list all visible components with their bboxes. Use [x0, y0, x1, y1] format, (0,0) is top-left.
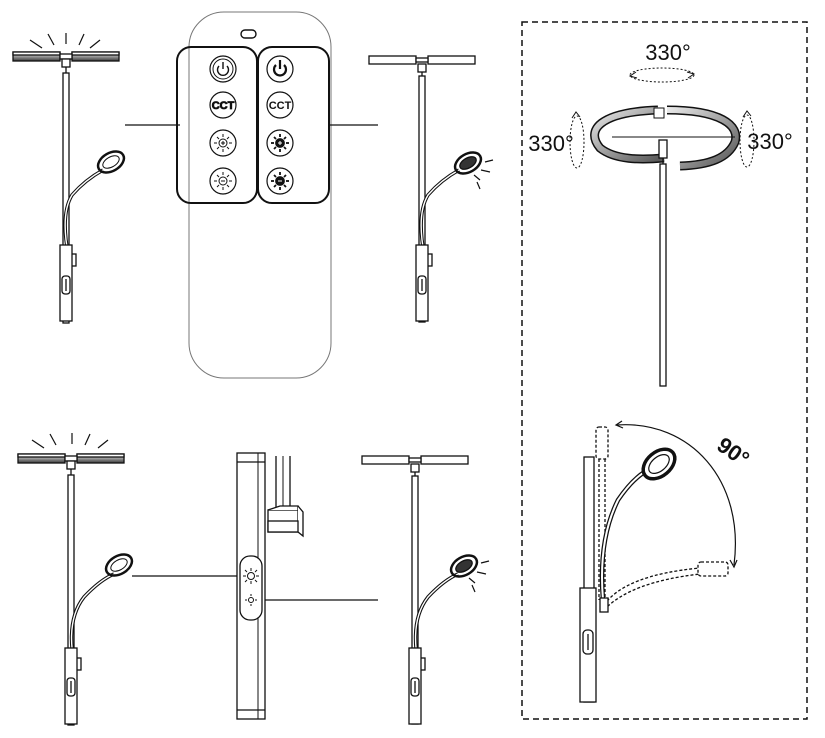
power-button-left[interactable]	[209, 55, 237, 83]
brightness-down-icon	[214, 172, 232, 190]
cct-button-left[interactable]: CCT	[209, 91, 237, 119]
cct-label-left: CCT	[212, 100, 235, 112]
remote-control: CCT	[176, 11, 332, 379]
brightness-up-icon	[214, 134, 232, 152]
cct-label-right: CCT	[269, 100, 292, 112]
right-angle-label: 330°	[747, 129, 793, 154]
rotate-horizontal-arrow-icon	[629, 67, 695, 83]
brightness-up-button-left[interactable]	[209, 129, 237, 157]
tilt-arc-arrow-icon	[616, 424, 736, 566]
left-angle-label: 330°	[528, 131, 574, 156]
brightness-down-icon	[271, 172, 289, 190]
cct-button-right[interactable]: CCT	[266, 91, 294, 119]
light-rays-icon	[31, 433, 109, 449]
tilt-angle-label: 90°	[713, 432, 755, 472]
rotation-detail: 330° 330° 330°	[528, 40, 793, 387]
light-rays-icon	[29, 33, 101, 49]
brightness-down-icon[interactable]	[245, 594, 257, 606]
power-button-right[interactable]	[266, 55, 294, 83]
base-closeup	[236, 452, 304, 720]
indicator-light	[240, 29, 257, 39]
light-rays-icon	[473, 159, 494, 190]
light-rays-icon	[468, 560, 490, 593]
adjustment-detail-box	[521, 21, 808, 720]
top-angle-label: 330°	[645, 40, 691, 65]
tilt-detail: 90°	[579, 420, 755, 703]
lamp-top-left	[12, 33, 126, 324]
brightness-down-button-right[interactable]	[266, 167, 294, 195]
brightness-down-button-left[interactable]	[209, 167, 237, 195]
rotate-vertical-left-arrow-icon	[569, 115, 585, 169]
lamp-bottom-left	[17, 433, 134, 726]
lamp-bottom-right	[361, 455, 490, 725]
rotate-vertical-right-arrow-icon	[739, 114, 755, 168]
brightness-up-button-right[interactable]	[266, 129, 294, 157]
power-icon	[272, 60, 288, 77]
brightness-up-icon[interactable]	[243, 568, 259, 584]
power-icon	[216, 62, 230, 76]
brightness-up-icon	[271, 134, 289, 152]
lamp-top-right	[368, 55, 494, 323]
